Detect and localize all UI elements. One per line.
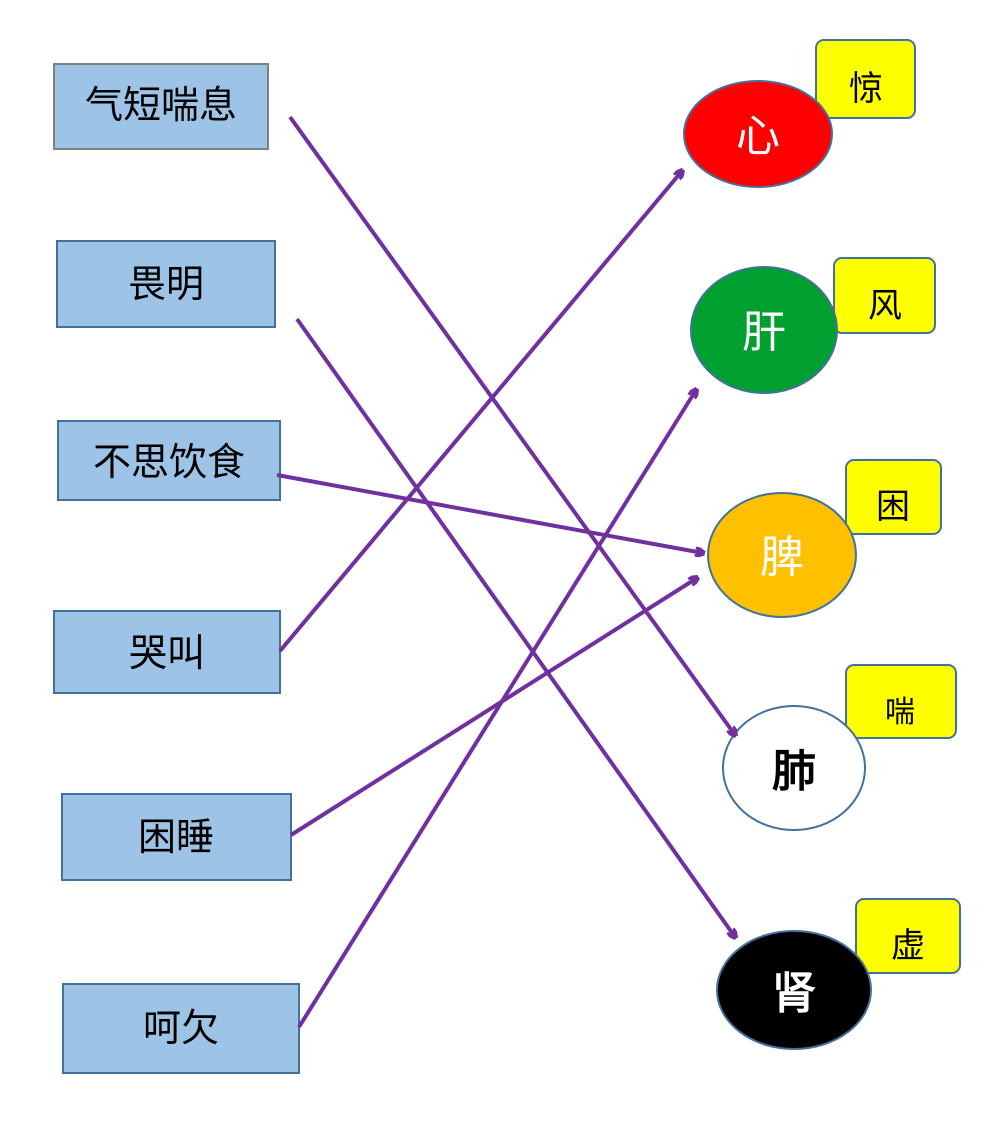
- organ-node-heart: 惊 心: [683, 39, 916, 188]
- organ-circle: [683, 80, 833, 188]
- tag-box: [833, 257, 936, 334]
- organ-label: 肺: [772, 746, 816, 797]
- symptom-box: 哭叫: [53, 610, 281, 694]
- tag-label: 困: [876, 487, 910, 527]
- tag-label: 风: [868, 286, 902, 326]
- tag-label: 虚: [891, 926, 925, 966]
- tag-label: 惊: [849, 69, 883, 109]
- symptom-label: 困睡: [138, 815, 214, 859]
- tag-box: [815, 39, 916, 119]
- arrow-connector: [289, 578, 697, 837]
- symptom-label: 畏明: [128, 262, 204, 306]
- organ-circle: [716, 930, 872, 1050]
- organ-circle: [707, 492, 857, 618]
- organ-node-kidney: 虚 肾: [716, 898, 961, 1050]
- organ-label: 肝: [742, 307, 786, 358]
- organ-circle: [722, 705, 866, 831]
- arrow-connector: [276, 473, 703, 553]
- symptom-label: 呵欠: [143, 1006, 219, 1050]
- organ-label: 脾: [760, 532, 804, 583]
- symptom-box: 气短喘息: [53, 63, 269, 150]
- arrow-connector: [278, 171, 682, 653]
- tag-box: [845, 459, 942, 535]
- tag-box: [855, 898, 961, 974]
- symptom-box: 困睡: [61, 793, 292, 881]
- symptom-box: 呵欠: [62, 983, 300, 1074]
- arrow-connector: [295, 317, 735, 937]
- tag-label: 喘: [885, 695, 915, 730]
- arrow-connector: [297, 390, 696, 1029]
- organ-node-liver: 风 肝: [690, 257, 936, 394]
- symptom-box: 不思饮食: [57, 420, 281, 501]
- organ-node-spleen: 困 脾: [707, 459, 942, 618]
- organ-node-lung: 喘 肺: [722, 664, 957, 831]
- tag-box: [845, 664, 957, 739]
- arrow-connector: [288, 115, 735, 735]
- organ-label: 心: [736, 111, 780, 162]
- symptom-label: 气短喘息: [85, 83, 237, 127]
- symptom-label: 哭叫: [129, 631, 205, 675]
- symptom-label: 不思饮食: [93, 440, 245, 484]
- organ-label: 肾: [772, 968, 816, 1019]
- connector-arrows: [276, 115, 735, 1029]
- symptom-box: 畏明: [56, 240, 276, 328]
- organ-circle: [690, 266, 838, 394]
